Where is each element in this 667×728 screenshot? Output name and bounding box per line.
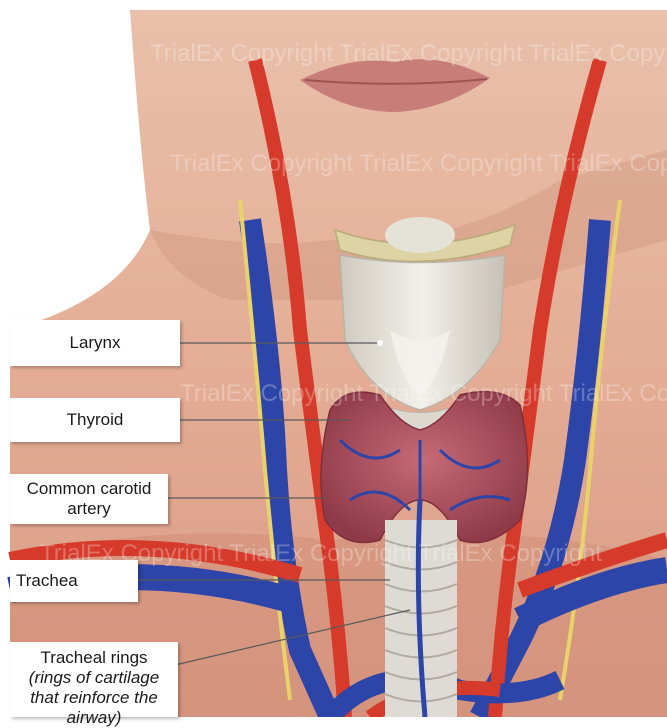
label-tracheal-rings-line1: Tracheal rings <box>29 648 159 668</box>
label-trachea-text: Trachea <box>16 571 78 591</box>
label-larynx: Larynx <box>10 320 180 366</box>
label-common-carotid-line1: Common carotid <box>27 479 152 499</box>
label-common-carotid-artery: Common carotid artery <box>10 474 168 524</box>
label-tracheal-rings-line4: airway) <box>29 708 159 728</box>
label-tracheal-rings: Tracheal rings (rings of cartilage that … <box>10 642 178 717</box>
label-trachea: Trachea <box>10 560 138 602</box>
label-larynx-text: Larynx <box>69 333 120 353</box>
label-thyroid-text: Thyroid <box>67 410 124 430</box>
label-thyroid: Thyroid <box>10 398 180 442</box>
label-tracheal-rings-line3: that reinforce the <box>29 688 159 708</box>
label-common-carotid-line2: artery <box>27 499 152 519</box>
epiglottis <box>385 217 455 253</box>
label-tracheal-rings-line2: (rings of cartilage <box>29 668 159 688</box>
